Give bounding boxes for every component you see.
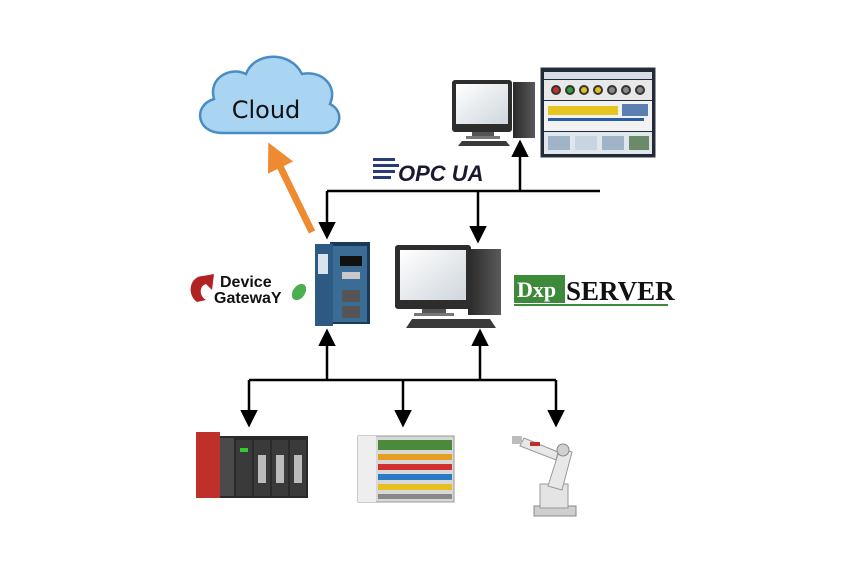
- industrial-robot-icon: [512, 436, 577, 517]
- io-module-icon: [357, 435, 455, 503]
- gateway-to-cloud-arrow: [268, 142, 316, 234]
- leaf-icon: [291, 283, 307, 301]
- gateway-logo-line2: GatewaY: [214, 290, 282, 307]
- field-bus: [240, 328, 565, 428]
- device-gateway-logo: Device GatewaY: [190, 274, 307, 307]
- dxp-logo-prefix: Dxp: [517, 277, 556, 302]
- desktop-computer-icon: [452, 80, 535, 146]
- opc-ua-logo: OPC UA: [373, 158, 484, 186]
- cloud-label: Cloud: [232, 96, 301, 124]
- opc-ua-bus: [318, 139, 600, 244]
- opc-logo-icon: [373, 158, 399, 179]
- dxp-logo-suffix: SERVER: [566, 276, 675, 306]
- device-gateway-hardware-icon: [315, 242, 370, 326]
- gateway-logo-icon: [190, 274, 214, 302]
- plc-rack-icon: [196, 432, 308, 498]
- hmi-screen-icon: [540, 67, 656, 158]
- cloud-icon: Cloud: [198, 55, 341, 135]
- server-computer-icon: [395, 245, 501, 328]
- opc-ua-label: OPC UA: [398, 161, 484, 186]
- gateway-logo-line1: Device: [220, 274, 272, 291]
- dxp-server-logo: Dxp SERVER: [514, 275, 675, 306]
